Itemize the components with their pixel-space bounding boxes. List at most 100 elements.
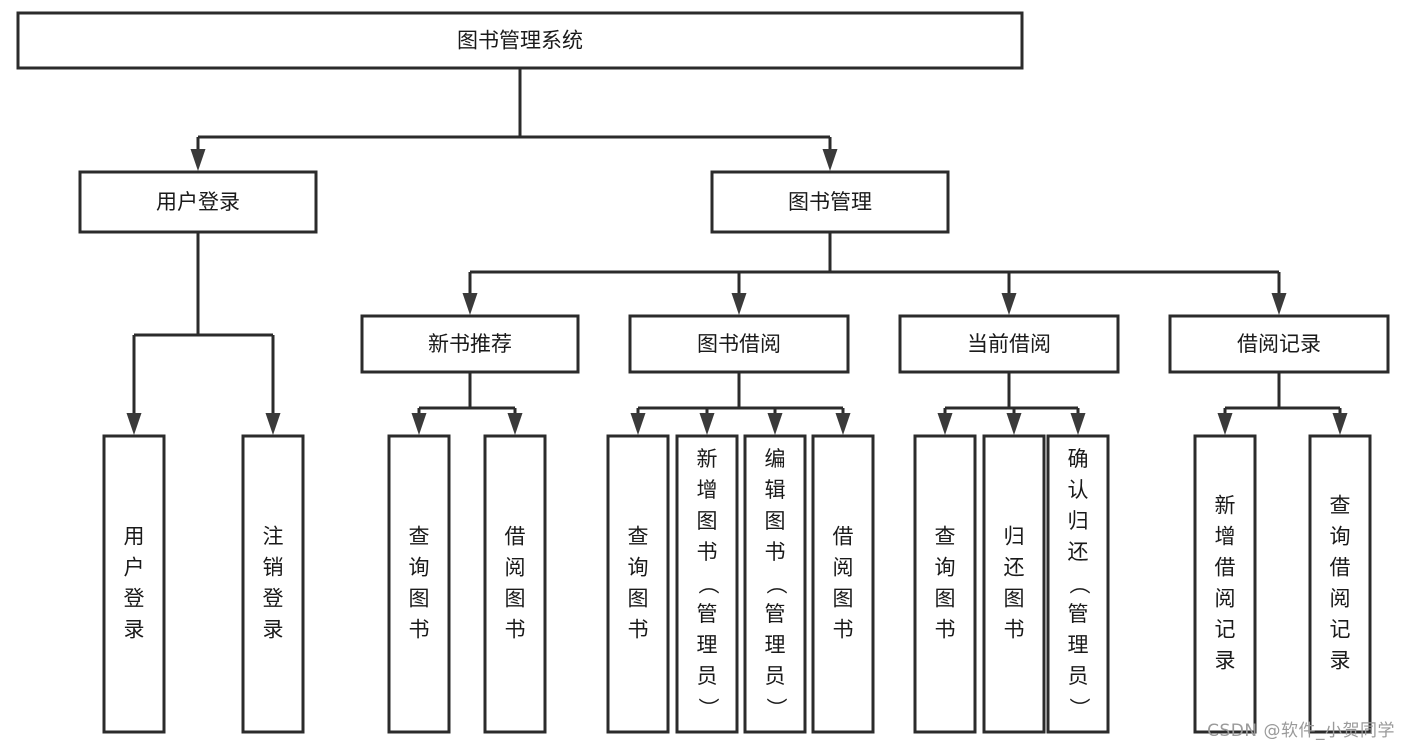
node-leaf-borrow-book-1[interactable]: 借阅图书借阅图书	[483, 434, 547, 734]
node-label-char: 借	[1215, 556, 1236, 580]
node-label-char: 用	[124, 525, 145, 549]
node-box[interactable]	[360, 314, 580, 374]
node-label-char: 录	[124, 618, 145, 642]
node-label-char: 书	[935, 618, 956, 642]
node-box[interactable]	[1046, 434, 1110, 734]
node-new-book-rec[interactable]: 新书推荐	[360, 314, 580, 374]
node-label-char: 阅	[505, 556, 526, 580]
node-label-char: 借	[1330, 556, 1351, 580]
node-label: 图书管理系统	[457, 29, 583, 53]
node-label-char: （	[764, 574, 788, 595]
node-root[interactable]: 图书管理系统	[16, 11, 1024, 70]
node-leaf-query-book-2[interactable]: 查询图书查询图书	[606, 434, 670, 734]
node-book-borrow[interactable]: 图书借阅	[628, 314, 850, 374]
node-label-char: 书	[697, 540, 718, 564]
node-current-borrow[interactable]: 当前借阅	[898, 314, 1120, 374]
node-label-char: 确	[1068, 447, 1089, 471]
connector-group	[126, 232, 281, 435]
node-box[interactable]	[811, 434, 875, 734]
node-box[interactable]	[982, 434, 1046, 734]
node-label-char: 图	[935, 587, 956, 611]
node-box[interactable]	[483, 434, 547, 734]
arrow-head-icon	[265, 413, 281, 435]
node-label-char: 查	[409, 525, 430, 549]
arrow-head-icon	[1217, 413, 1233, 435]
arrow-head-icon	[1332, 413, 1348, 435]
node-label-char: 销	[263, 556, 284, 580]
node-label-char: 录	[1215, 649, 1236, 673]
node-box[interactable]	[1168, 314, 1390, 374]
node-leaf-logout[interactable]: 注销登录注销登录	[241, 434, 305, 734]
arrow-head-icon	[1271, 293, 1287, 315]
node-label-char: 书	[628, 618, 649, 642]
node-box[interactable]	[78, 170, 318, 234]
node-label-char: 归	[1004, 525, 1025, 549]
node-label-char: 阅	[1215, 587, 1236, 611]
node-leaf-query-record[interactable]: 查询借阅记录查询借阅记录	[1308, 434, 1372, 734]
node-label-char: 借	[833, 525, 854, 549]
connector-group	[462, 232, 1287, 315]
node-label-char: 书	[1004, 618, 1025, 642]
arrow-head-icon	[699, 413, 715, 435]
node-label-char: 记	[1330, 618, 1351, 642]
node-box[interactable]	[898, 314, 1120, 374]
node-label-char: 图	[697, 509, 718, 533]
arrow-head-icon	[937, 413, 953, 435]
node-box[interactable]	[1193, 434, 1257, 734]
arrow-head-icon	[462, 293, 478, 315]
node-label-char: 员	[765, 664, 786, 688]
node-box[interactable]	[606, 434, 670, 734]
node-box[interactable]	[710, 170, 950, 234]
node-box[interactable]	[675, 434, 739, 734]
connector-group	[1217, 372, 1348, 435]
node-label: 当前借阅	[967, 332, 1051, 356]
connector-layer	[126, 68, 1348, 435]
node-label-char: 询	[1330, 525, 1351, 549]
node-box[interactable]	[913, 434, 977, 734]
node-label: 新书推荐	[428, 332, 512, 356]
node-label-char: 图	[833, 587, 854, 611]
node-box[interactable]	[1308, 434, 1372, 734]
node-label-char: 记	[1215, 618, 1236, 642]
node-leaf-borrow-book-2[interactable]: 借阅图书借阅图书	[811, 434, 875, 734]
arrow-head-icon	[190, 149, 206, 171]
arrow-head-icon	[126, 413, 142, 435]
node-box[interactable]	[102, 434, 166, 734]
node-box[interactable]	[16, 11, 1024, 70]
node-label-char: ）	[696, 698, 720, 719]
node-leaf-return-book[interactable]: 归还图书归还图书	[982, 434, 1046, 734]
node-label-char: 理	[1068, 633, 1089, 657]
arrow-head-icon	[1006, 413, 1022, 435]
node-leaf-user-login[interactable]: 用户登录用户登录	[102, 434, 166, 734]
arrow-head-icon	[835, 413, 851, 435]
node-label-char: 辑	[765, 478, 786, 502]
node-label-char: 认	[1068, 478, 1089, 502]
arrow-head-icon	[507, 413, 523, 435]
node-label-char: 查	[935, 525, 956, 549]
node-leaf-query-book-3[interactable]: 查询图书查询图书	[913, 434, 977, 734]
node-leaf-query-book-1[interactable]: 查询图书查询图书	[387, 434, 451, 734]
node-label-char: 管	[765, 602, 786, 626]
node-label-char: 增	[697, 478, 718, 502]
node-label-char: 管	[697, 602, 718, 626]
node-user-login[interactable]: 用户登录	[78, 170, 318, 234]
arrow-head-icon	[411, 413, 427, 435]
node-label-char: 借	[505, 525, 526, 549]
node-box[interactable]	[628, 314, 850, 374]
node-leaf-add-record[interactable]: 新增借阅记录新增借阅记录	[1193, 434, 1257, 734]
node-box[interactable]	[387, 434, 451, 734]
node-label-char: 图	[409, 587, 430, 611]
node-label-char: 图	[765, 509, 786, 533]
node-label-char: 理	[765, 633, 786, 657]
node-label-char: 员	[697, 664, 718, 688]
connector-group	[411, 372, 523, 435]
node-label-char: 查	[628, 525, 649, 549]
node-box[interactable]	[241, 434, 305, 734]
node-borrow-record[interactable]: 借阅记录	[1168, 314, 1390, 374]
node-box[interactable]	[743, 434, 807, 734]
node-book-manage[interactable]: 图书管理	[710, 170, 950, 234]
node-label-char: 管	[1068, 602, 1089, 626]
